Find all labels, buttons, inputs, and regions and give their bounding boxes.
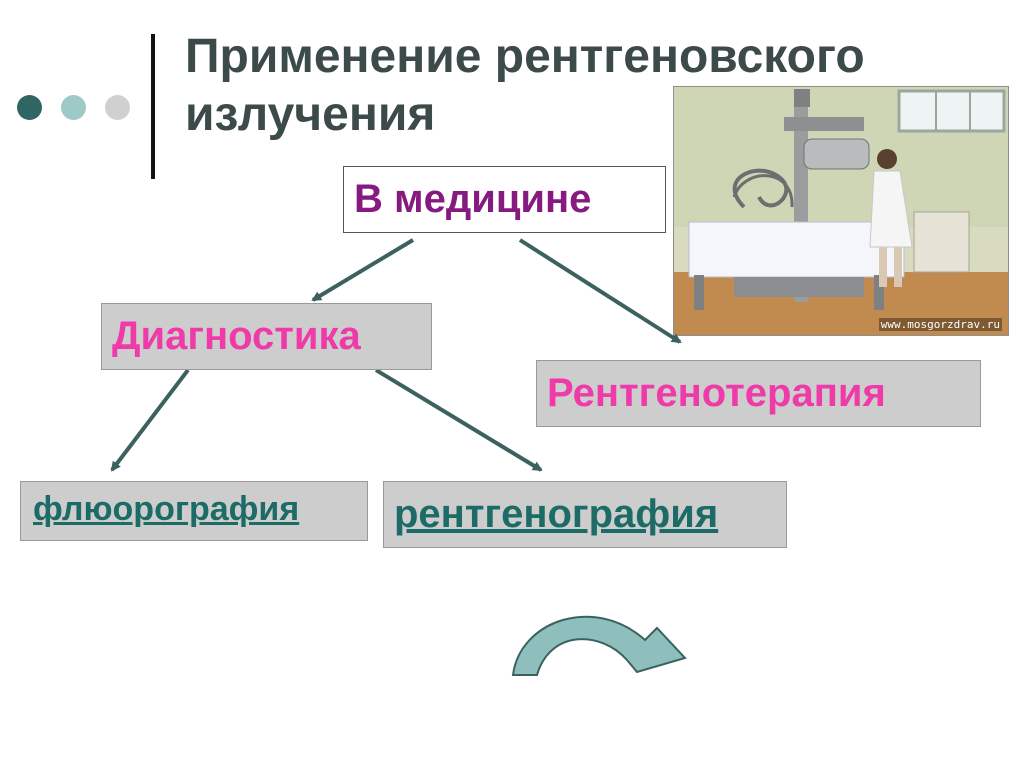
- curved-arrow-next-icon[interactable]: [505, 600, 695, 685]
- node-radiotherapy: Рентгенотерапия: [536, 360, 981, 427]
- link-radiography[interactable]: рентгенография: [383, 481, 787, 548]
- title-divider: [151, 34, 155, 179]
- decor-dot-2: [61, 95, 86, 120]
- node-diagnostics: Диагностика: [101, 303, 432, 370]
- decor-dot-1: [17, 95, 42, 120]
- slide-title: Применение рентгеновского излучения: [185, 30, 865, 141]
- arrow-diagnostics-to-radiography: [374, 368, 543, 472]
- photo-caption: www.mosgorzdrav.ru: [878, 318, 1002, 331]
- node-medicine: В медицине: [343, 166, 666, 233]
- node-medicine-label: В медицине: [354, 177, 592, 221]
- link-fluorography-label[interactable]: флюорография: [33, 490, 300, 528]
- link-fluorography[interactable]: флюорография: [20, 481, 368, 541]
- xray-room-photo: www.mosgorzdrav.ru: [673, 86, 1009, 336]
- arrow-root-to-diagnostics: [311, 238, 415, 302]
- link-radiography-label[interactable]: рентгенография: [394, 492, 719, 536]
- arrow-root-to-therapy: [518, 238, 682, 344]
- xray-room-illustration: [674, 87, 1008, 335]
- node-radiotherapy-label: Рентгенотерапия: [547, 371, 886, 415]
- arrow-diagnostics-to-fluoro: [110, 368, 190, 472]
- node-diagnostics-label: Диагностика: [112, 314, 361, 358]
- decor-dot-3: [105, 95, 130, 120]
